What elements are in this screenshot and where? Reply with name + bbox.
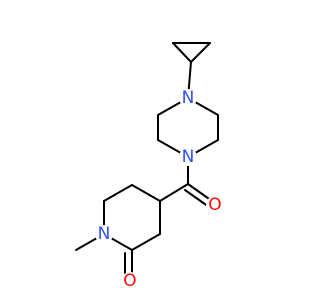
carbonyl-double-bond bbox=[184, 183, 213, 208]
atom-n-piperazine-top: N bbox=[179, 88, 197, 108]
cyclopropyl-ring bbox=[172, 42, 211, 63]
piperidinone-ring bbox=[103, 184, 161, 251]
atom-label: N bbox=[182, 147, 195, 167]
atom-label: N bbox=[98, 224, 111, 244]
bond bbox=[131, 184, 161, 202]
atom-o-carbonyl: O bbox=[206, 195, 224, 215]
atom-label: N bbox=[182, 88, 195, 108]
bond bbox=[187, 183, 213, 202]
atom-n-piperazine-bottom: N bbox=[179, 147, 197, 167]
bond bbox=[172, 42, 192, 63]
atom-o-lactam: O bbox=[121, 271, 139, 291]
bond bbox=[190, 42, 211, 63]
bond bbox=[159, 183, 189, 202]
atom-n-lactam: N bbox=[95, 224, 113, 244]
atom-label: O bbox=[208, 195, 221, 215]
structure-diagram: N N O N O bbox=[75, 42, 224, 291]
lactam-double-bond bbox=[124, 249, 133, 277]
atom-label: O bbox=[123, 271, 136, 291]
bond bbox=[103, 184, 133, 202]
bond bbox=[184, 189, 210, 208]
bond bbox=[131, 233, 161, 251]
